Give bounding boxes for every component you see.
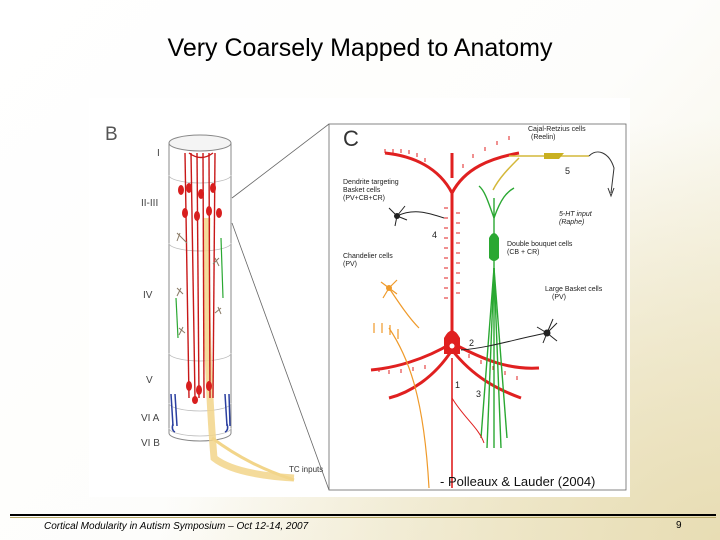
layer-label: IV xyxy=(143,290,153,301)
soma-nucleus xyxy=(449,343,455,349)
cell-label-5ht: 5-HT input xyxy=(559,211,593,218)
pyramidal-neuron xyxy=(370,151,540,488)
footer-text: Cortical Modularity in Autism Symposium … xyxy=(44,521,309,532)
double-bouquet-cell xyxy=(478,185,515,449)
cell-label-cajal: Cajal-Retzius cells xyxy=(528,126,586,133)
chandelier-cell xyxy=(373,279,430,489)
cajal-retzius-soma xyxy=(544,153,564,159)
cell-label-double-bouquet: Double bouquet cells xyxy=(507,241,573,248)
cell-label-5ht: (Raphe) xyxy=(559,219,584,226)
large-basket-cell xyxy=(460,318,558,351)
number-label: 5 xyxy=(565,166,570,176)
number-label: 2 xyxy=(469,338,474,348)
number-label: 3 xyxy=(476,389,481,399)
page-number: 9 xyxy=(676,520,682,531)
anatomy-figure: B C I II-III IV V VI A VI B xyxy=(89,98,630,497)
footer-divider-accent xyxy=(10,517,716,518)
cell-label-chandelier: Chandelier cells xyxy=(343,253,393,260)
tc-inputs-label: TC inputs xyxy=(289,465,323,474)
cell-label-large-basket: (PV) xyxy=(552,294,566,301)
slide-title: Very Coarsely Mapped to Anatomy xyxy=(167,34,553,62)
figure-credit: - Polleaux & Lauder (2004) xyxy=(440,474,596,489)
anatomy-illustration: B C I II-III IV V VI A VI B xyxy=(105,123,627,491)
cell-label-large-basket: Large Basket cells xyxy=(545,286,603,293)
footer-divider xyxy=(10,514,716,516)
cell-label-dendrite: (PV+CB+CR) xyxy=(343,195,385,202)
cell-label-chandelier: (PV) xyxy=(343,261,357,268)
layer-label: VI A xyxy=(141,413,160,424)
panel-c-letter: C xyxy=(343,126,359,151)
cell-label-dendrite: Basket cells xyxy=(343,187,381,194)
cortical-column xyxy=(168,134,295,482)
layer-label: I xyxy=(157,148,160,159)
layer-label: VI B xyxy=(141,438,160,449)
dendrite-targeting-basket-cell xyxy=(388,205,445,227)
double-bouquet-soma xyxy=(489,233,499,261)
cell-label-double-bouquet: (CB + CR) xyxy=(507,249,539,256)
layer-label: V xyxy=(146,375,153,386)
number-label: 1 xyxy=(455,380,460,390)
panel-b-letter: B xyxy=(105,124,118,145)
layer-label: II-III xyxy=(141,198,158,209)
pyramidal-soma xyxy=(444,330,460,354)
cajal-retzius-cell xyxy=(492,155,589,191)
number-label: 4 xyxy=(432,230,437,240)
dendritic-spines xyxy=(378,136,518,380)
cell-label-cajal: (Reelin) xyxy=(531,134,556,141)
cell-label-dendrite: Dendrite targeting xyxy=(343,179,399,186)
